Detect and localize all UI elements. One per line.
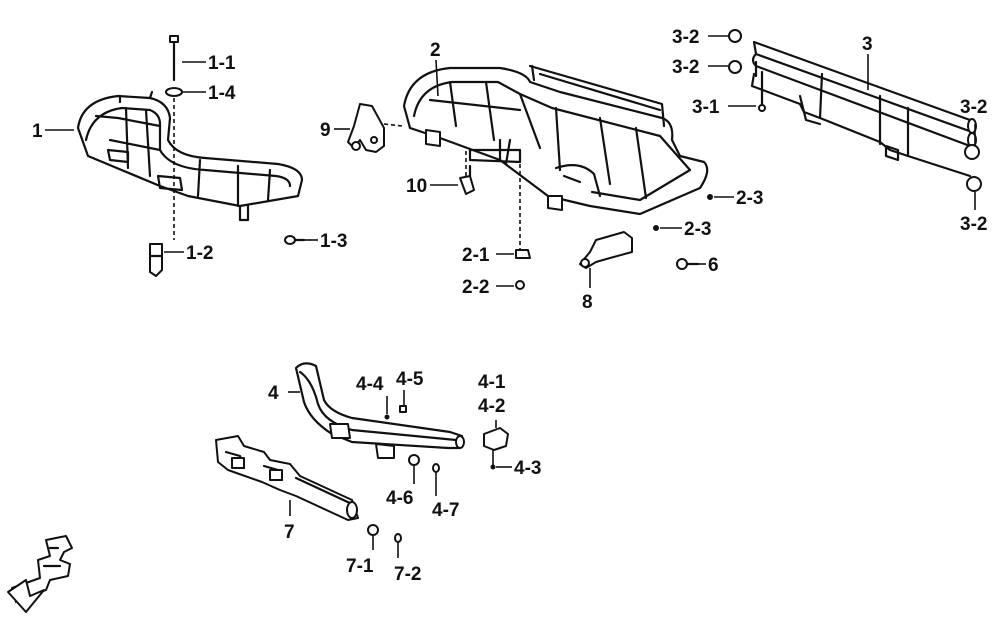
- label-part-7: 7: [284, 522, 295, 543]
- washer-part-1-4: [165, 87, 183, 97]
- rear-rack-part-2: [402, 64, 709, 216]
- front-direction-arrow-icon: [7, 535, 73, 613]
- label-part-4-7: 4-7: [432, 500, 459, 521]
- label-part-1-4: 1-4: [208, 83, 236, 104]
- label-part-1-1: 1-1: [208, 53, 236, 74]
- bolt-part-3-1: [758, 70, 766, 112]
- label-part-2-3-lower: 2-3: [684, 219, 711, 240]
- label-part-8: 8: [582, 292, 593, 313]
- part-labels: 1 1-1 1-4 1-2 1-3 2 9 10 2-1 2-2 2-3 2-3…: [32, 27, 987, 585]
- label-part-1-2: 1-2: [186, 243, 213, 264]
- cap-part-3-2-b: [728, 60, 742, 74]
- nut-part-7-2: [394, 533, 402, 543]
- screw-part-4-3: [490, 464, 496, 470]
- bracket-part-9: [347, 103, 385, 153]
- label-part-7-2: 7-2: [394, 564, 421, 585]
- label-part-1-3: 1-3: [320, 231, 347, 252]
- bolt-part-2-3-upper: [707, 194, 713, 200]
- rear-bar-part-3: [750, 40, 977, 178]
- label-part-2: 2: [430, 40, 441, 61]
- handle-bar-part-4: [294, 362, 465, 459]
- label-part-6: 6: [708, 255, 719, 276]
- leader-lines: [45, 35, 976, 558]
- nut-part-4-6: [408, 454, 420, 466]
- bracket-part-8: [579, 231, 633, 269]
- nut-part-2-2: [515, 280, 525, 290]
- clip-part-10: [459, 150, 475, 195]
- bracket-part-2-1: [515, 249, 531, 259]
- cap-part-3-2-d: [966, 176, 982, 192]
- bolt-part-2-3-lower: [653, 225, 659, 231]
- label-part-4-5: 4-5: [396, 369, 424, 390]
- side-guard-part-7: [215, 435, 359, 521]
- label-part-4-3: 4-3: [514, 458, 541, 479]
- label-part-4-4: 4-4: [356, 374, 384, 395]
- washer-part-7-1: [367, 524, 379, 536]
- label-part-2-1: 2-1: [462, 245, 490, 266]
- nut-part-4-7: [432, 463, 440, 473]
- label-part-7-1: 7-1: [346, 556, 374, 577]
- bolt-part-1-1: [169, 35, 179, 82]
- label-part-4-1: 4-1: [478, 372, 506, 393]
- front-rack-part-1: [76, 90, 304, 222]
- label-part-4-2: 4-2: [478, 396, 505, 417]
- cap-part-3-2-a: [728, 29, 742, 43]
- label-part-3-2-a: 3-2: [672, 27, 699, 48]
- label-part-1: 1: [32, 121, 43, 142]
- label-part-9: 9: [320, 120, 331, 141]
- label-part-3-2-b: 3-2: [672, 57, 699, 78]
- label-part-4: 4: [268, 383, 279, 404]
- label-part-10: 10: [406, 176, 427, 197]
- label-part-3-1: 3-1: [692, 97, 720, 118]
- label-part-2-2: 2-2: [462, 277, 489, 298]
- label-part-3-2-d: 3-2: [960, 214, 987, 235]
- cap-part-3-2-c: [964, 144, 980, 160]
- label-part-3: 3: [862, 34, 873, 55]
- bolt-part-4-5: [399, 405, 407, 413]
- label-part-4-6: 4-6: [386, 488, 413, 509]
- end-cap-part-4-1: [483, 427, 509, 451]
- washer-part-4-4: [384, 414, 390, 420]
- bracket-part-1-2: [148, 243, 164, 277]
- label-part-2-3-upper: 2-3: [736, 188, 763, 209]
- bolt-part-1-3: [284, 235, 306, 245]
- label-part-3-2-c: 3-2: [960, 97, 987, 118]
- bolt-part-6: [676, 258, 700, 270]
